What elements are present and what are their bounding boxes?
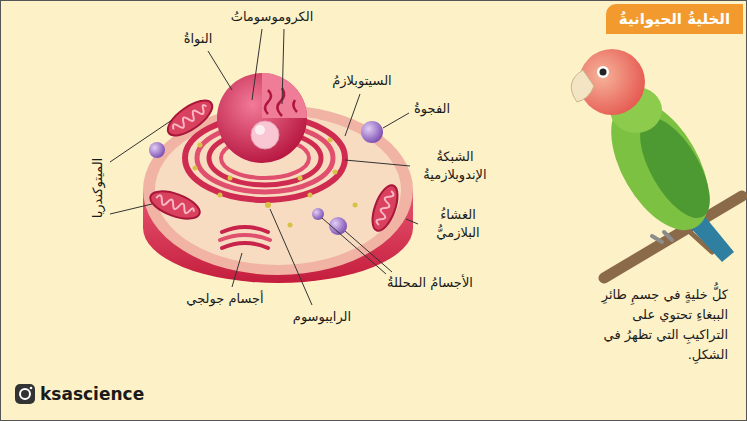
watermark: ksascience	[40, 383, 144, 406]
instagram-dot	[30, 387, 33, 390]
part-label: الرايبوسوم	[293, 308, 351, 326]
ribosome-dot	[288, 223, 293, 228]
label-holder: السيتوبلازمُ	[332, 72, 391, 90]
title: الخليةُ الحيوانيةُ	[619, 10, 730, 28]
leader-line	[383, 113, 409, 128]
ribosome-dot	[193, 166, 198, 171]
cristae	[155, 194, 195, 215]
parrot-eye-ring	[597, 66, 609, 78]
label-holder: النواةُ	[184, 30, 213, 48]
ribosome-dot	[333, 170, 338, 175]
cristae	[376, 190, 395, 226]
label-holder: الغشاءُ البلازميُّ	[422, 206, 494, 241]
label-holder: أجسام جولجي	[186, 290, 263, 308]
instagram-icon	[15, 384, 35, 404]
golgi-apparatus	[220, 227, 270, 248]
leader-line	[270, 209, 312, 305]
label-holder: الرايبوسوم	[293, 308, 351, 326]
ribosome-dot	[353, 203, 358, 208]
cytoplasm	[155, 115, 401, 265]
nucleolus-shine	[255, 125, 265, 135]
part-label: الغشاءُ البلازميُّ	[422, 206, 494, 241]
parrot-eye	[600, 69, 607, 76]
label-holder: الكروموسوماتُ	[231, 8, 314, 26]
golgi-sac	[220, 235, 270, 240]
part-label: الأجسامُ المحللةُ	[387, 274, 473, 292]
leader-line	[110, 204, 152, 214]
part-label: النواةُ	[184, 30, 213, 48]
cristae	[171, 103, 208, 132]
ribosome-dot	[218, 193, 223, 198]
label-holder: الميتوكندريا	[89, 156, 107, 220]
mitochondrion-body	[367, 182, 402, 234]
ribosome-dot	[308, 193, 313, 198]
leader-line	[322, 218, 386, 274]
instagram-lens	[20, 389, 30, 399]
parrot-beak	[571, 70, 594, 102]
label-holder: الشبكةُ الإندوبلازميةُ	[415, 148, 495, 183]
parrot-feet	[652, 232, 672, 242]
leader-line	[232, 253, 242, 287]
leader-line	[208, 51, 232, 90]
golgi-sac	[222, 227, 268, 232]
ribosome-dot	[265, 202, 271, 208]
nucleus-cut	[262, 73, 307, 118]
chromosome	[265, 88, 297, 116]
mitochondrion	[367, 182, 402, 234]
part-label: الشبكةُ الإندوبلازميةُ	[415, 148, 495, 183]
part-label: الميتوكندريا	[89, 156, 107, 220]
leader-line	[406, 219, 418, 224]
label-holder: الأجسامُ المحللةُ	[387, 274, 473, 292]
ribosome-dot	[328, 138, 333, 143]
part-label: الفجوةُ	[414, 100, 450, 118]
lysosome	[149, 142, 165, 158]
caption-holder: كلُّ خليةٍ في جسمِ طائرِ الببغاءِ تحتوي …	[592, 285, 728, 366]
leader-line	[345, 94, 360, 136]
golgi-sac	[222, 243, 268, 248]
title-tab: الخليةُ الحيوانيةُ	[606, 4, 743, 34]
part-label: السيتوبلازمُ	[332, 72, 391, 90]
leader-line	[282, 29, 284, 104]
mitochondrion	[147, 186, 203, 224]
caption: كلُّ خليةٍ في جسمِ طائرِ الببغاءِ تحتوي …	[592, 285, 728, 366]
ribosome-dot	[298, 176, 303, 181]
mitochondrion-body	[162, 94, 217, 142]
mitochondrion	[162, 94, 217, 142]
label-holder: ksascience	[40, 383, 144, 406]
nucleolus	[251, 121, 279, 149]
leader-line	[345, 231, 392, 272]
part-label: الكروموسوماتُ	[231, 8, 314, 26]
ribosome-dot	[228, 176, 233, 181]
leader-line	[252, 29, 262, 100]
ribosome-dot	[198, 143, 203, 148]
vacuole	[361, 121, 383, 143]
label-holder: الفجوةُ	[414, 100, 450, 118]
nucleus	[217, 73, 307, 163]
leader-line	[345, 160, 410, 166]
leader-line	[110, 120, 172, 162]
mitochondrion-body	[147, 186, 203, 224]
part-label: أجسام جولجي	[186, 290, 263, 308]
leader-lines	[110, 29, 418, 305]
